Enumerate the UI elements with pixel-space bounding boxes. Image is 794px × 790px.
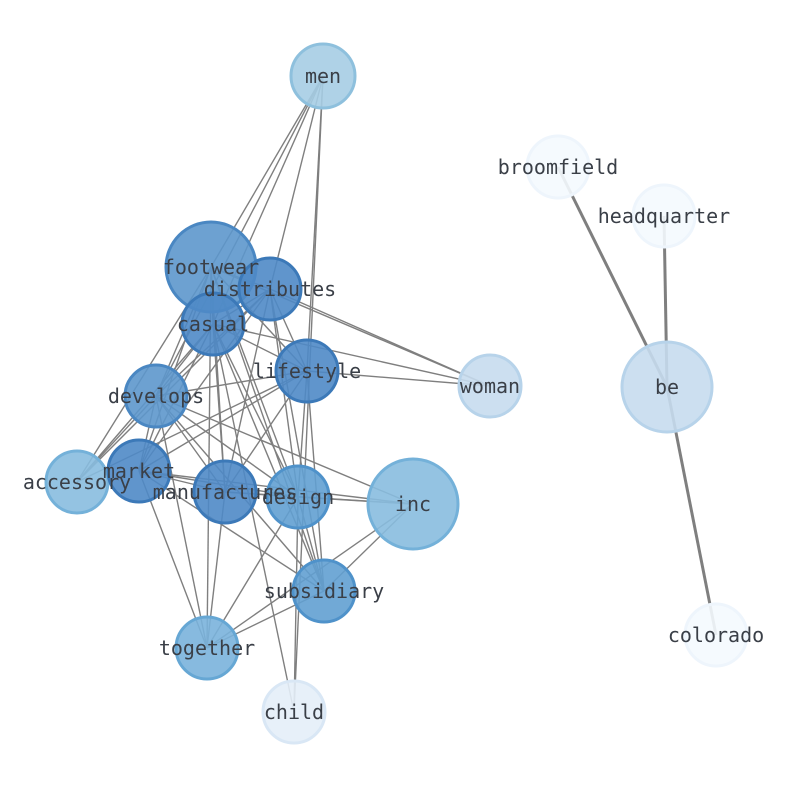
- edge-distributes-market: [138, 288, 271, 472]
- node-label-broomfield: broomfield: [498, 155, 618, 179]
- node-child: [261, 679, 327, 745]
- edge-casual-subsidiary: [212, 323, 325, 592]
- node-manufactures: [192, 459, 258, 525]
- node-label-design: design: [262, 485, 334, 509]
- node-label-casual: casual: [177, 312, 249, 336]
- node-broomfield: [525, 134, 591, 200]
- node-label-colorado: colorado: [668, 623, 764, 647]
- node-label-headquarter: headquarter: [598, 204, 730, 228]
- node-label-lifestyle: lifestyle: [253, 359, 361, 383]
- node-label-be: be: [655, 375, 679, 399]
- node-design: [265, 464, 331, 530]
- node-woman: [457, 353, 523, 419]
- node-accessory: [44, 449, 110, 515]
- node-label-footwear: footwear: [163, 255, 259, 279]
- node-men: [289, 42, 357, 110]
- node-casual: [180, 291, 246, 357]
- edge-casual-child: [212, 323, 295, 713]
- node-label-woman: woman: [460, 374, 520, 398]
- node-lifestyle: [274, 338, 340, 404]
- node-label-together: together: [159, 636, 255, 660]
- edge-distributes-manufactures: [224, 288, 271, 493]
- edge-casual-woman: [212, 323, 491, 387]
- node-label-men: men: [305, 64, 341, 88]
- edge-lifestyle-market: [138, 370, 308, 472]
- node-develops: [123, 363, 189, 429]
- node-colorado: [683, 602, 749, 668]
- edge-develops-together: [155, 395, 208, 649]
- node-label-child: child: [264, 700, 324, 724]
- node-label-distributes: distributes: [204, 277, 336, 301]
- node-market: [106, 438, 172, 504]
- node-headquarter: [631, 183, 697, 249]
- node-label-subsidiary: subsidiary: [264, 579, 384, 603]
- node-together: [174, 615, 240, 681]
- node-subsidiary: [291, 558, 357, 624]
- edge-men-distributes: [269, 75, 324, 290]
- node-label-manufactures: manufactures: [153, 480, 298, 504]
- node-label-accessory: accessory: [23, 470, 131, 494]
- node-label-develops: develops: [108, 384, 204, 408]
- labels-layer: men broomfield headquarter footweardistribu…: [23, 64, 764, 724]
- edge-market-subsidiary: [138, 470, 325, 592]
- node-distributes: [237, 256, 303, 322]
- node-inc: [366, 457, 460, 551]
- node-label-inc: inc: [395, 492, 431, 516]
- edge-distributes-woman: [269, 288, 491, 387]
- nodes-layer: [44, 42, 749, 745]
- node-label-market: market: [103, 459, 175, 483]
- node-be: [620, 340, 714, 434]
